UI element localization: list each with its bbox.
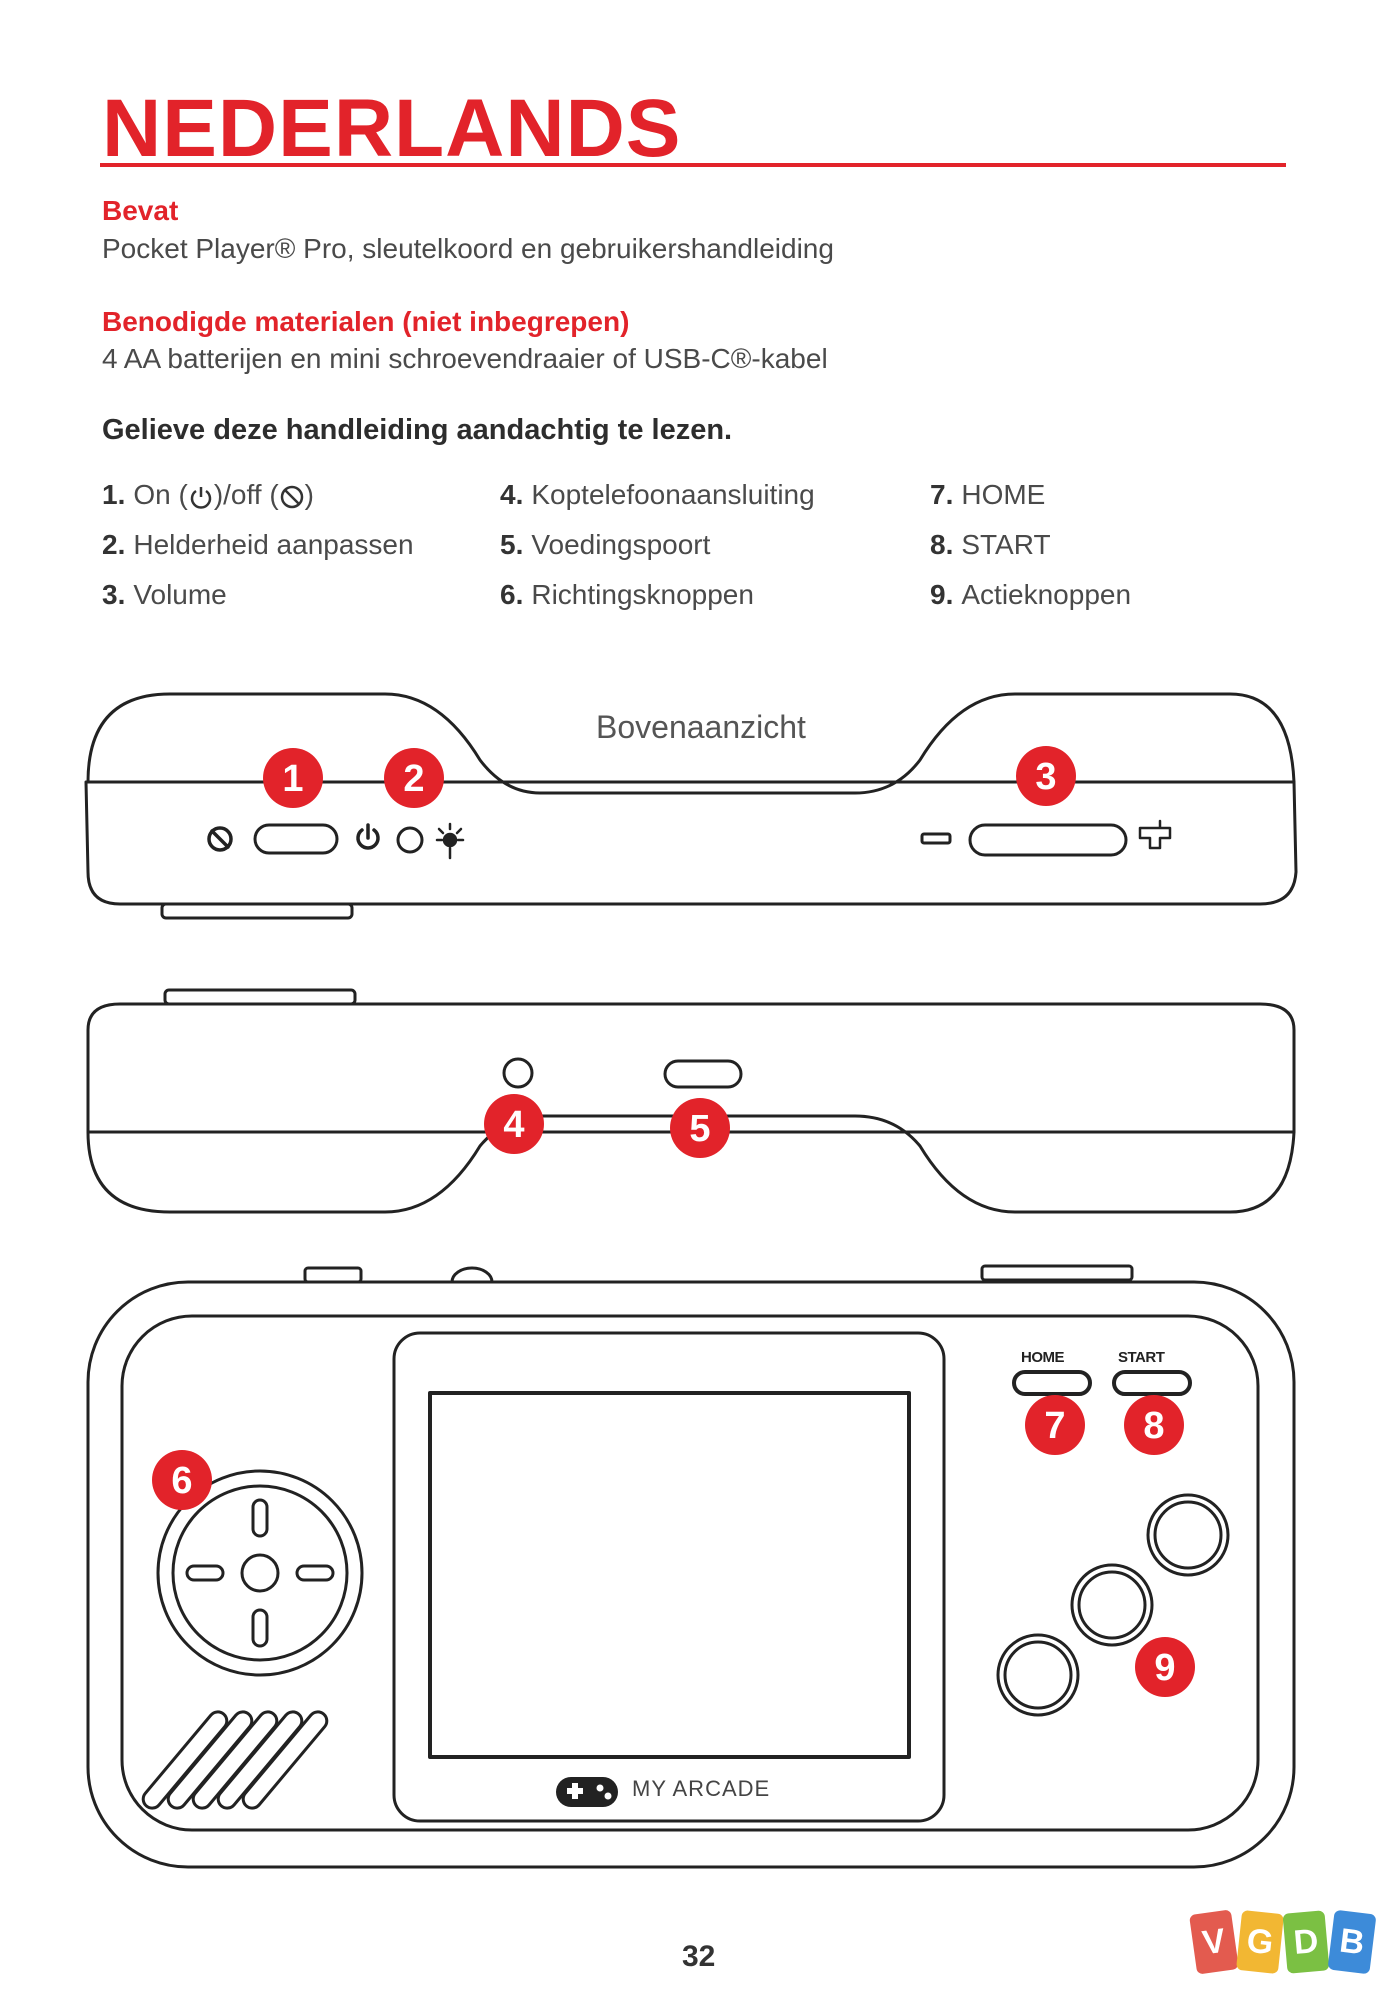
page-number: 32: [682, 1940, 716, 1973]
headphone-jack: [502, 1057, 534, 1089]
plus-icon: [1138, 819, 1172, 850]
callout-7-label: 7: [1044, 1405, 1065, 1447]
legend-item-brightness: 2.Helderheid aanpassen: [102, 529, 414, 560]
brightness-icon: [435, 822, 465, 860]
callout-1-marker: [263, 748, 323, 808]
callout-6-label: 6: [171, 1460, 192, 1502]
callout-8-label: 8: [1143, 1405, 1164, 1447]
parts-legend: 1.On ()/off () 2.Helderheid aanpassen 3.…: [102, 470, 1202, 630]
legend-item-home: 7.HOME: [930, 479, 1046, 510]
callout-4-marker: [484, 1094, 544, 1154]
callout-markers: 1 2 3 4 5 6 7 8 9: [152, 746, 1195, 1697]
watermark-letter-d: D: [1282, 1910, 1330, 1974]
watermark-letter-g: G: [1235, 1909, 1285, 1975]
brightness-button: [396, 826, 424, 854]
materials-heading: Benodigde materialen (niet inbegrepen): [102, 306, 630, 337]
top-view-caption: Bovenaanzicht: [596, 709, 806, 745]
gamepad-logo-icon: [556, 1777, 618, 1807]
legend-column-2: 4.Koptelefoonaansluiting 5.Voedingspoort…: [500, 470, 815, 620]
legend-item-volume: 3.Volume: [102, 579, 227, 610]
legend-item-dpad: 6.Richtingsknoppen: [500, 579, 754, 610]
read-notice: Gelieve deze handleiding aandachtig te l…: [102, 414, 733, 446]
callout-3-label: 3: [1035, 756, 1056, 798]
legend-item-headphone: 4.Koptelefoonaansluiting: [500, 479, 815, 510]
legend-column-3: 7.HOME 8.START 9.Actieknoppen: [930, 470, 1131, 620]
front-view-body: [86, 1264, 1296, 1869]
power-on-icon: [356, 823, 380, 850]
callout-9-marker: [1135, 1637, 1195, 1697]
callout-2-label: 2: [403, 758, 424, 800]
watermark-letter-b: B: [1327, 1909, 1377, 1975]
legend-column-1: 1.On ()/off () 2.Helderheid aanpassen 3.…: [102, 470, 414, 620]
materials-body: 4 AA batterijen en mini schroevendraaier…: [102, 343, 828, 374]
power-off-icon: [207, 826, 233, 852]
watermark-letter-v: V: [1189, 1909, 1239, 1975]
callout-5-marker: [670, 1098, 730, 1158]
screen-bezel: [392, 1331, 946, 1823]
callout-1-label: 1: [282, 758, 303, 800]
minus-icon: [920, 832, 952, 845]
legend-item-start: 8.START: [930, 529, 1051, 560]
legend-item-action: 9.Actieknoppen: [930, 579, 1132, 610]
callout-2-marker: [384, 748, 444, 808]
callout-9-label: 9: [1154, 1647, 1175, 1689]
volume-rocker: [968, 823, 1128, 857]
callout-4-label: 4: [503, 1104, 524, 1146]
callout-5-label: 5: [689, 1108, 710, 1150]
legend-item-power: 1.On ()/off (): [102, 479, 314, 510]
callout-3-marker: [1016, 746, 1076, 806]
contents-body: Pocket Player® Pro, sleutelkoord en gebr…: [102, 233, 834, 264]
action-buttons: [996, 1493, 1230, 1717]
top-view-body: [84, 692, 1298, 920]
start-button: [1112, 1370, 1192, 1396]
dpad: [156, 1469, 364, 1677]
brand-logo-text: MY ARCADE: [632, 1776, 771, 1801]
power-off-icon: [280, 485, 303, 508]
callout-8-marker: [1124, 1395, 1184, 1455]
callout-7-marker: [1025, 1395, 1085, 1455]
screen: [428, 1391, 911, 1759]
start-button-label: START: [1118, 1349, 1165, 1366]
usb-c-port: [663, 1059, 743, 1089]
callout-6-marker: [152, 1450, 212, 1510]
home-button: [1012, 1370, 1092, 1396]
speaker-grille: [141, 1710, 329, 1810]
title-rule: [100, 163, 1286, 167]
power-switch: [253, 823, 339, 855]
power-on-icon: [190, 486, 212, 509]
page-title: NEDERLANDS: [102, 83, 682, 174]
legend-item-power-port: 5.Voedingspoort: [500, 529, 711, 560]
contents-heading: Bevat: [102, 195, 179, 226]
home-button-label: HOME: [1021, 1349, 1065, 1366]
